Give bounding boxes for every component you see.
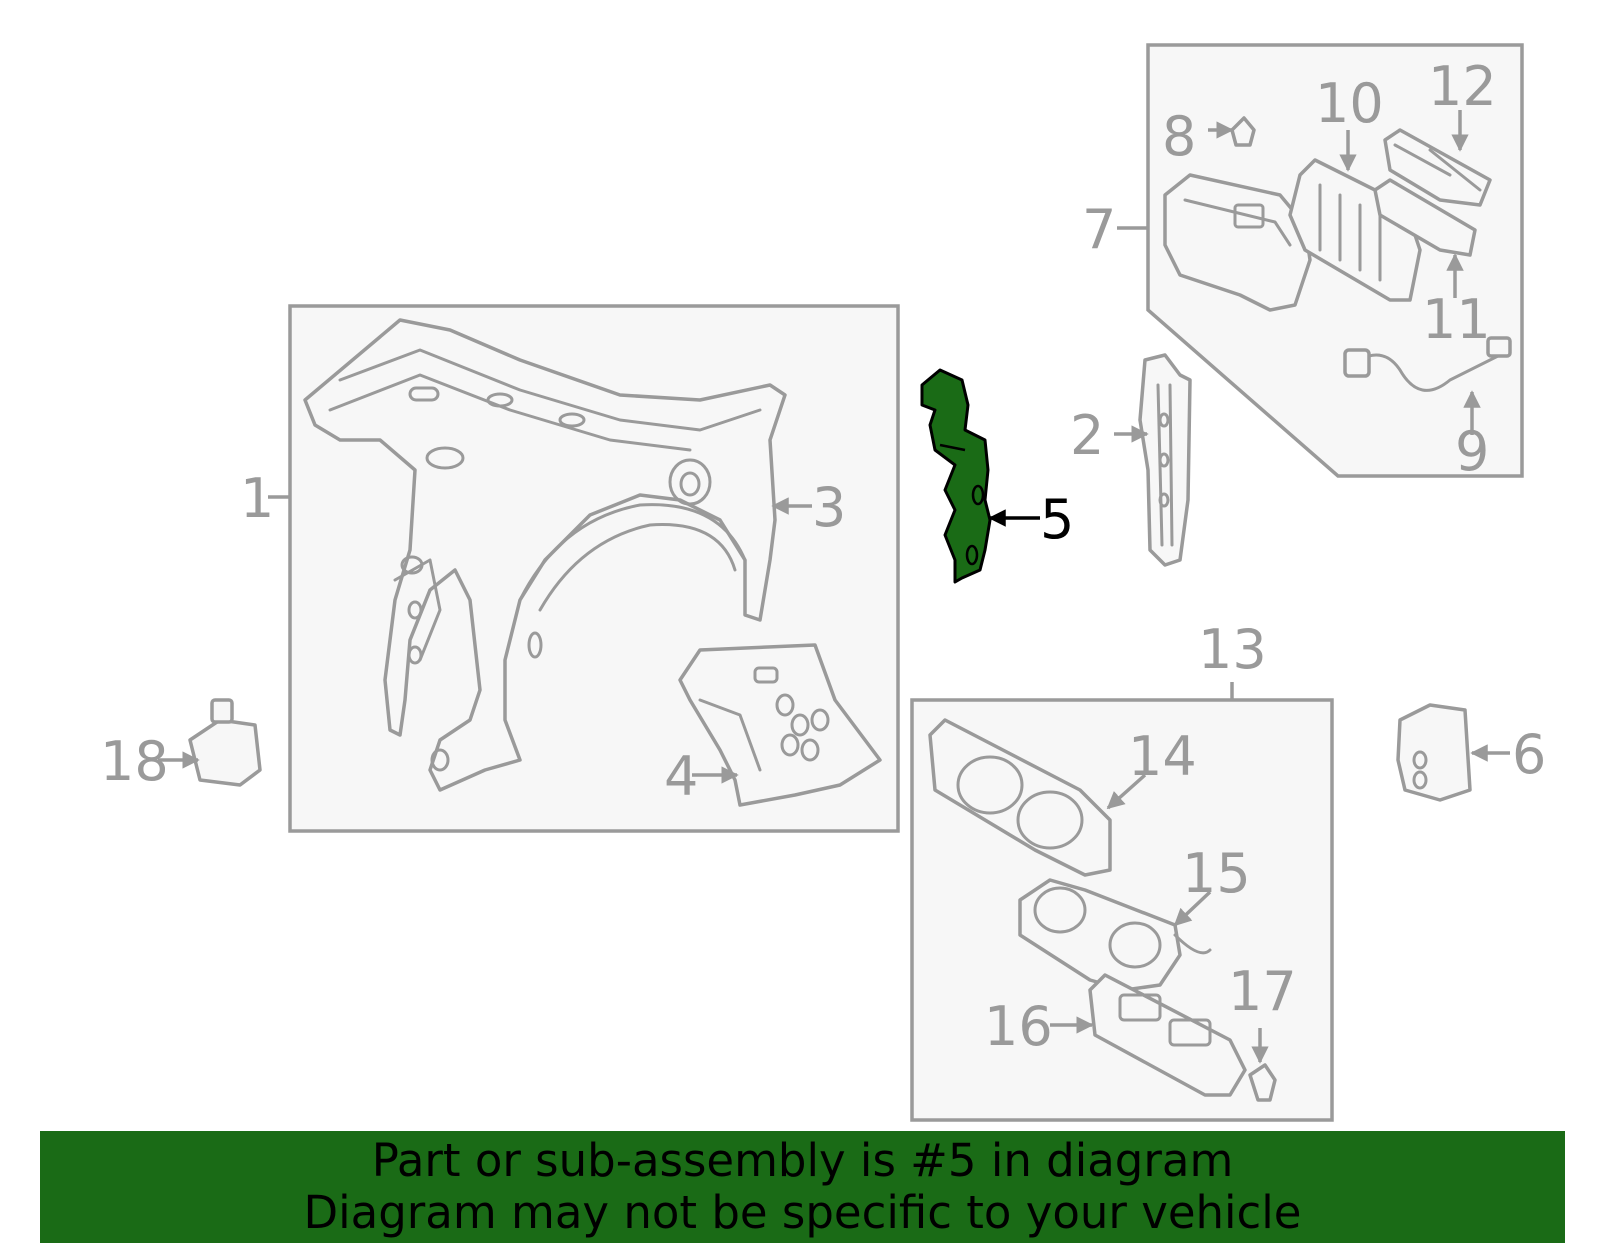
callout-18: 18	[100, 730, 169, 793]
callout-7: 7	[1082, 198, 1116, 261]
part-4-bracket[interactable]	[678, 643, 882, 807]
callout-4: 4	[664, 745, 698, 808]
part-16-duct[interactable]	[1088, 973, 1247, 1097]
callout-10: 10	[1315, 72, 1384, 135]
callout-11: 11	[1422, 288, 1491, 351]
callout-15: 15	[1182, 842, 1251, 905]
part-11-seal[interactable]	[1373, 178, 1477, 257]
part-12-filter[interactable]	[1383, 128, 1492, 207]
part-17-screw[interactable]	[1248, 1063, 1277, 1102]
callout-13: 13	[1198, 618, 1267, 681]
callout-6: 6	[1512, 723, 1546, 786]
part-5-reinforcement-highlighted[interactable]	[920, 368, 992, 584]
callout-14: 14	[1128, 725, 1197, 788]
part-14-cover[interactable]	[928, 718, 1112, 877]
callout-12: 12	[1428, 55, 1497, 118]
part-2-side-rail[interactable]	[1138, 353, 1192, 567]
callout-8: 8	[1162, 105, 1196, 168]
part-10-grille[interactable]	[1288, 158, 1422, 302]
part-15-blower-motors[interactable]	[1018, 878, 1212, 992]
info-banner: Part or sub-assembly is #5 in diagram Di…	[40, 1131, 1565, 1243]
part-7-housing[interactable]	[1163, 173, 1312, 312]
callout-17: 17	[1228, 960, 1297, 1023]
callout-5: 5	[1040, 488, 1074, 551]
callout-2: 2	[1070, 404, 1104, 467]
banner-line-2: Diagram may not be specific to your vehi…	[303, 1186, 1302, 1239]
banner-line-1: Part or sub-assembly is #5 in diagram	[371, 1134, 1234, 1187]
part-8-clip[interactable]	[1230, 116, 1256, 147]
callout-9: 9	[1455, 420, 1489, 483]
part-6-bracket[interactable]	[1396, 703, 1472, 802]
callout-3: 3	[812, 476, 846, 539]
callout-1: 1	[240, 467, 274, 530]
part-18-module[interactable]	[188, 698, 262, 787]
part-9-harness[interactable]	[1343, 336, 1512, 392]
callout-16: 16	[984, 995, 1053, 1058]
leader-lines	[158, 110, 1510, 1064]
part-1-fender-apron[interactable]	[303, 318, 787, 792]
